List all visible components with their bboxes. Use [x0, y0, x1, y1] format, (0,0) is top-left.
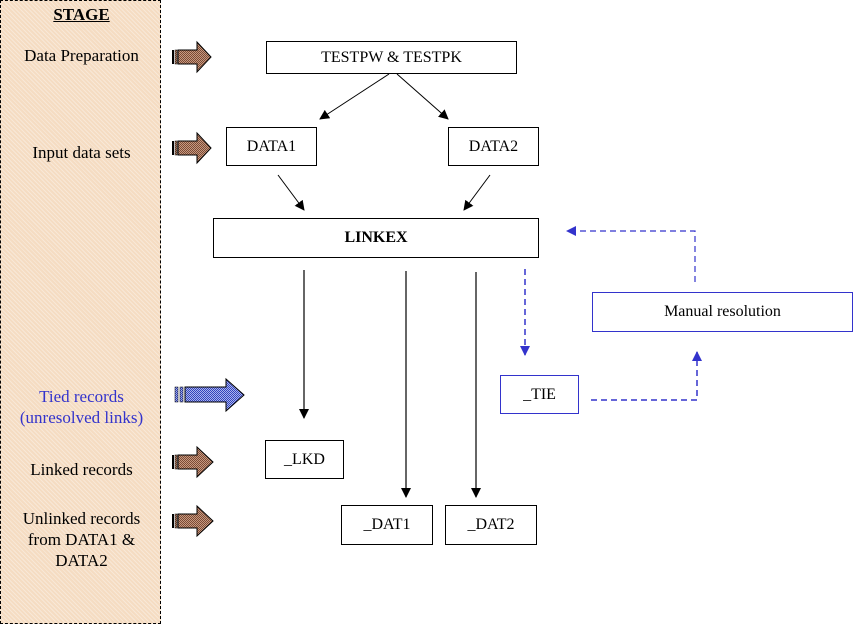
stage-tied-records: Tied records (unresolved links) — [1, 386, 162, 428]
stage-unlinked-line3: DATA2 — [55, 551, 108, 570]
stage-arrow-input-data-sets — [172, 131, 212, 165]
node-data2: DATA2 — [448, 127, 539, 166]
node-linkex: LINKEX — [213, 218, 539, 258]
stage-arrow-tied-records — [174, 377, 245, 413]
node-tie: _TIE — [500, 375, 579, 414]
node-testpw-testpk: TESTPW & TESTPK — [266, 41, 517, 74]
node-manual-resolution: Manual resolution — [592, 292, 853, 332]
stage-panel: STAGE Data Preparation Input data sets T… — [0, 0, 161, 624]
edge-manual-linkex — [566, 226, 696, 282]
node-dat2: _DAT2 — [445, 505, 537, 545]
stage-input-data-sets: Input data sets — [32, 143, 131, 162]
stage-unlinked-records: Unlinked records from DATA1 & DATA2 — [1, 508, 162, 571]
stage-tied-records-line2: (unresolved links) — [19, 408, 144, 427]
stage-arrow-data-preparation — [172, 40, 212, 74]
stage-arrow-linked-records — [172, 445, 214, 479]
stage-unlinked-line2: from DATA1 & — [27, 530, 136, 549]
stage-data-preparation: Data Preparation — [24, 46, 139, 65]
edge-testpw-data1 — [319, 73, 390, 120]
edge-testpw-data2 — [396, 73, 449, 120]
node-lkd: _LKD — [265, 440, 344, 479]
node-dat1: _DAT1 — [341, 505, 433, 545]
edge-data2-linkex — [463, 174, 491, 211]
stage-title: STAGE — [53, 5, 110, 24]
stage-tied-records-line1: Tied records — [39, 387, 124, 406]
edge-data1-linkex — [277, 174, 305, 211]
stage-linked-records: Linked records — [30, 460, 133, 479]
stage-arrow-unlinked-records — [172, 504, 214, 538]
node-data1: DATA1 — [226, 127, 317, 166]
edge-tie-manual — [591, 351, 702, 401]
stage-unlinked-line1: Unlinked records — [22, 509, 141, 528]
